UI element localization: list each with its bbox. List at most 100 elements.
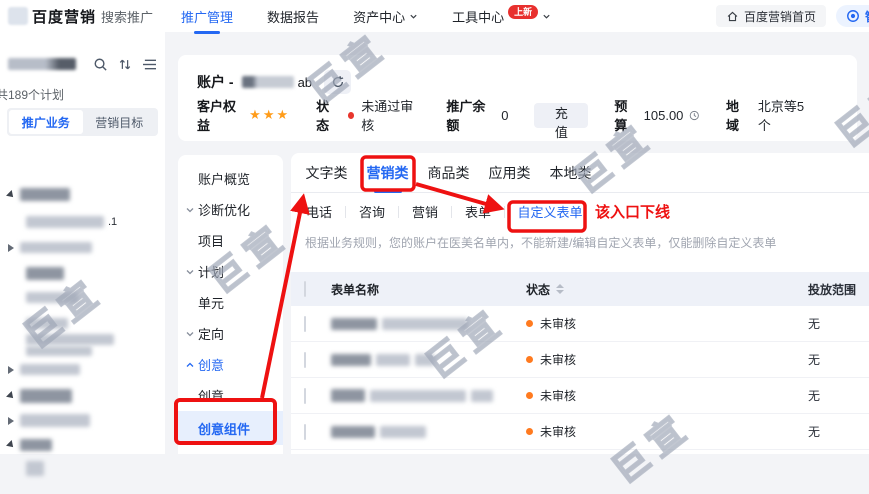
menu-item-unit[interactable]: 单元 — [198, 296, 225, 311]
brand-title: 百度营销 — [32, 8, 97, 26]
budget: 预算 105.00 — [614, 96, 700, 134]
campaign-sidebar: 共189个计划 推广业务 营销目标 .1 — [0, 32, 165, 476]
tab-marketing-type[interactable]: 营销类 — [366, 153, 409, 193]
policy-notice: 根据业务规则，您的账户在医美名单内，不能新建/编辑自定义表单，仅能删除自定义表单 — [305, 236, 777, 250]
caret-collapsed-icon[interactable] — [8, 365, 14, 374]
rating-stars: ★★★ — [249, 107, 291, 122]
subtab-custom-form[interactable]: 自定义表单 — [517, 205, 583, 220]
tree-item[interactable] — [6, 188, 70, 201]
tree-item[interactable] — [8, 346, 92, 356]
nav-item-data-report[interactable]: 数据报告 — [267, 9, 320, 25]
subtab-marketing[interactable]: 营销 — [411, 205, 438, 220]
divider — [451, 205, 452, 218]
customer-rights: 客户权益 ★★★ — [197, 99, 291, 133]
status-text: 未审核 — [540, 353, 577, 367]
chevron-down-icon — [186, 269, 194, 274]
caret-collapsed-icon[interactable] — [8, 416, 14, 425]
tab-product-type[interactable]: 商品类 — [427, 164, 470, 181]
refresh-icon — [332, 76, 343, 88]
nav-item-promotion-management[interactable]: 推广管理 — [181, 7, 233, 34]
tree-item-suffix: .1 — [108, 216, 118, 228]
caret-expanded-icon[interactable] — [6, 391, 16, 401]
menu-item-creative[interactable]: 创意 — [198, 389, 225, 404]
active-tab-underline — [373, 189, 402, 193]
tree-item[interactable] — [6, 439, 52, 451]
tree-item[interactable] — [6, 389, 72, 403]
table-row: 未审核 无 — [291, 306, 869, 342]
balance-value: 0 — [501, 107, 509, 123]
list-menu-icon[interactable] — [142, 58, 157, 71]
tree-item[interactable] — [8, 364, 80, 375]
scope-value: 无 — [808, 317, 821, 331]
menu-item-plan[interactable]: 计划 — [178, 256, 283, 287]
menu-item-creative-group[interactable]: 创意 — [178, 349, 283, 380]
divider — [398, 205, 399, 218]
account-name-redacted — [241, 76, 294, 88]
recharge-button[interactable]: 充值 — [534, 102, 589, 140]
plan-count-label: 共189个计划 — [0, 88, 65, 102]
caret-expanded-icon[interactable] — [6, 189, 16, 200]
subtab-consult[interactable]: 咨询 — [358, 205, 385, 220]
tab-app-type[interactable]: 应用类 — [488, 164, 531, 181]
sidebar-tab-promotion-business[interactable]: 推广业务 — [9, 110, 83, 134]
tree-item[interactable] — [8, 318, 68, 329]
row-checkbox[interactable] — [304, 387, 306, 404]
table-header: 表单名称 状态 投放范围 — [291, 272, 869, 306]
custom-form-table: 表单名称 状态 投放范围 未审核 无 未审核 无 未审核 无 — [291, 272, 869, 450]
menu-item-project[interactable]: 项目 — [198, 234, 225, 249]
tree-item[interactable] — [8, 242, 92, 253]
status-text: 未审核 — [540, 425, 577, 439]
menu-item-account-overview[interactable]: 账户概览 — [198, 172, 251, 187]
sort-icon[interactable] — [556, 284, 565, 294]
column-scope: 投放范围 — [808, 282, 857, 297]
row-checkbox[interactable] — [304, 423, 306, 440]
sort-icon[interactable] — [118, 57, 132, 72]
status-dot-icon — [526, 392, 533, 399]
search-icon[interactable] — [93, 57, 108, 72]
account-title-label: 账户 - — [197, 74, 234, 90]
caret-expanded-icon[interactable] — [6, 440, 16, 450]
promotion-balance: 推广余额 0 — [446, 99, 509, 133]
account-summary-card: 账户 - ab 客户权益 ★★★ 状态 未通过审核 推广余额 0 充值 预算 1… — [178, 55, 857, 141]
menu-item-diagnosis[interactable]: 诊断优化 — [178, 194, 283, 225]
offline-annotation-text: 该入口下线 — [595, 204, 671, 221]
clock-icon[interactable] — [689, 109, 700, 122]
tree-item[interactable] — [8, 461, 44, 476]
caret-collapsed-icon[interactable] — [8, 243, 14, 252]
marketing-subtabs: 电话 咨询 营销 表单 自定义表单 该入口下线 — [291, 193, 869, 230]
category-tabs: 文字类 营销类 商品类 应用类 本地类 — [291, 153, 869, 193]
select-all-checkbox[interactable] — [304, 281, 306, 297]
new-badge: 上新 — [508, 5, 539, 19]
budget-value: 105.00 — [643, 107, 684, 123]
nav-item-asset-center[interactable]: 资产中心 — [353, 7, 418, 26]
assistant-button[interactable]: 智 — [835, 5, 869, 27]
subtab-phone[interactable]: 电话 — [305, 205, 332, 220]
top-navbar: 百度营销 搜索推广 推广管理 数据报告 资产中心 工具中心 上新 百度营销首页 … — [0, 0, 869, 34]
status-dot-icon — [526, 320, 533, 327]
tree-item[interactable] — [8, 292, 78, 303]
brand-logo — [8, 7, 28, 25]
subtab-form[interactable]: 表单 — [464, 205, 491, 220]
tab-local-type[interactable]: 本地类 — [549, 164, 592, 181]
divider — [504, 205, 505, 218]
chevron-down-icon — [186, 207, 194, 212]
sidebar-tab-marketing-goal[interactable]: 营销目标 — [95, 115, 144, 130]
tree-item[interactable] — [8, 334, 114, 345]
scope-value: 无 — [808, 353, 821, 367]
status-dot-icon — [526, 428, 533, 435]
tree-item[interactable] — [8, 414, 90, 427]
row-checkbox[interactable] — [304, 315, 306, 332]
refresh-button[interactable] — [324, 70, 352, 94]
table-row: 未审核 无 — [291, 378, 869, 414]
chevron-up-icon — [186, 362, 194, 367]
nav-item-tool-center[interactable]: 工具中心 上新 — [452, 5, 551, 26]
home-button[interactable]: 百度营销首页 — [715, 5, 826, 27]
tree-item[interactable] — [8, 267, 64, 280]
row-checkbox[interactable] — [304, 351, 306, 368]
account-status: 状态 未通过审核 — [316, 96, 420, 134]
region: 地域 北京等5个 — [726, 96, 812, 134]
menu-item-creative-component[interactable]: 创意组件 — [178, 411, 283, 445]
tab-text-type[interactable]: 文字类 — [305, 164, 348, 181]
menu-item-targeting[interactable]: 定向 — [178, 318, 283, 349]
tree-item[interactable]: .1 — [8, 216, 117, 228]
